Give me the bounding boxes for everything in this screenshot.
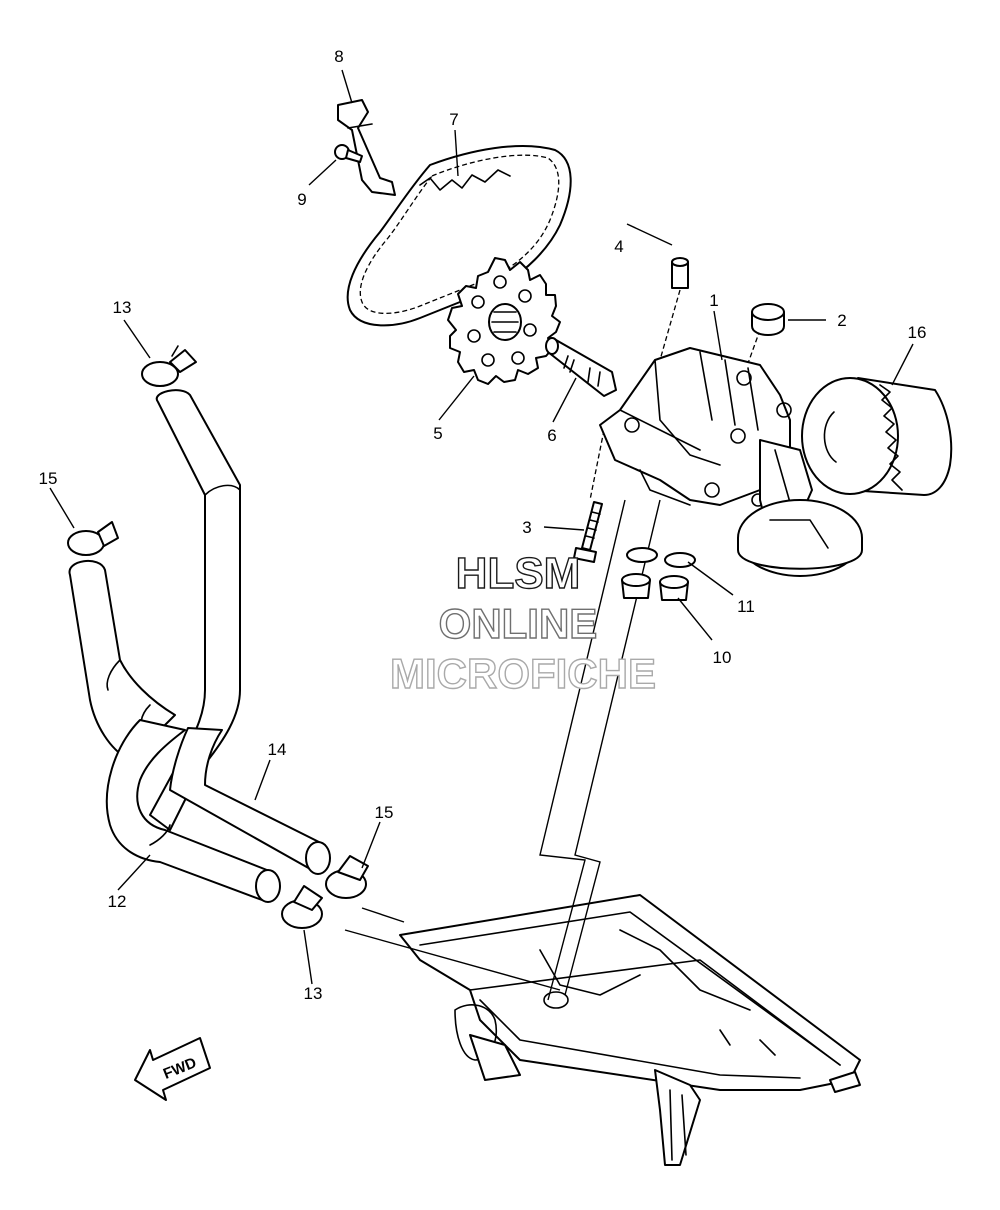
callout-8[interactable]: 8 xyxy=(334,47,343,66)
o-ring-right[interactable] xyxy=(664,552,696,568)
callout-9[interactable]: 9 xyxy=(297,190,306,209)
callout-15-left[interactable]: 15 xyxy=(39,469,58,488)
hose-clamp-13-bottom[interactable] xyxy=(281,885,323,929)
collar-left[interactable] xyxy=(621,573,651,599)
callout-7[interactable]: 7 xyxy=(449,110,458,129)
collar-right[interactable] xyxy=(659,575,689,601)
callout-1[interactable]: 1 xyxy=(709,291,718,310)
filter-cap[interactable] xyxy=(751,303,785,336)
callout-2[interactable]: 2 xyxy=(837,311,846,330)
watermark: HLSM ONLINE MICROFICHE xyxy=(389,548,656,697)
watermark-line-1: HLSM xyxy=(456,549,581,598)
oil-strainer[interactable] xyxy=(737,499,863,577)
callout-6[interactable]: 6 xyxy=(547,426,556,445)
oil-pump-shaft[interactable] xyxy=(545,337,617,397)
watermark-line-2: ONLINE xyxy=(439,600,598,647)
callout-13-bottom[interactable]: 13 xyxy=(304,984,323,1003)
oil-pump-assembly[interactable] xyxy=(599,347,813,541)
hose-clamp-15-right[interactable] xyxy=(325,855,369,899)
oil-hose-14[interactable] xyxy=(169,727,331,875)
callout-labels: 1 2 3 4 5 6 7 8 9 10 11 12 13 13 14 15 1… xyxy=(39,47,927,1003)
callout-11[interactable]: 11 xyxy=(737,597,755,616)
callout-10[interactable]: 10 xyxy=(713,648,732,667)
callout-13-top[interactable]: 13 xyxy=(113,298,132,317)
stud-bolt[interactable] xyxy=(573,501,603,563)
callout-3[interactable]: 3 xyxy=(522,518,531,537)
oil-hose-left[interactable] xyxy=(68,389,241,831)
o-ring-left[interactable] xyxy=(626,547,658,563)
callout-12[interactable]: 12 xyxy=(108,892,127,911)
callout-4[interactable]: 4 xyxy=(614,237,623,256)
chain-guide[interactable] xyxy=(337,99,396,196)
callout-14[interactable]: 14 xyxy=(268,740,287,759)
dowel-pin[interactable] xyxy=(671,257,689,289)
oil-pan-housing[interactable] xyxy=(399,894,861,1166)
hose-clamp-13-top[interactable] xyxy=(141,345,197,387)
callout-15-right[interactable]: 15 xyxy=(375,803,394,822)
callout-5[interactable]: 5 xyxy=(433,424,442,443)
callout-leaders xyxy=(49,69,914,985)
oil-pump-sprocket[interactable] xyxy=(447,257,561,385)
oil-hose-12[interactable] xyxy=(105,719,281,903)
watermark-line-3: MICROFICHE xyxy=(390,650,656,697)
hose-clamp-15-left[interactable] xyxy=(67,521,119,556)
oil-filter[interactable] xyxy=(801,377,953,496)
forward-direction-arrow: FWD xyxy=(134,1037,211,1101)
callout-16[interactable]: 16 xyxy=(908,323,927,342)
bolt-9[interactable] xyxy=(334,144,363,163)
